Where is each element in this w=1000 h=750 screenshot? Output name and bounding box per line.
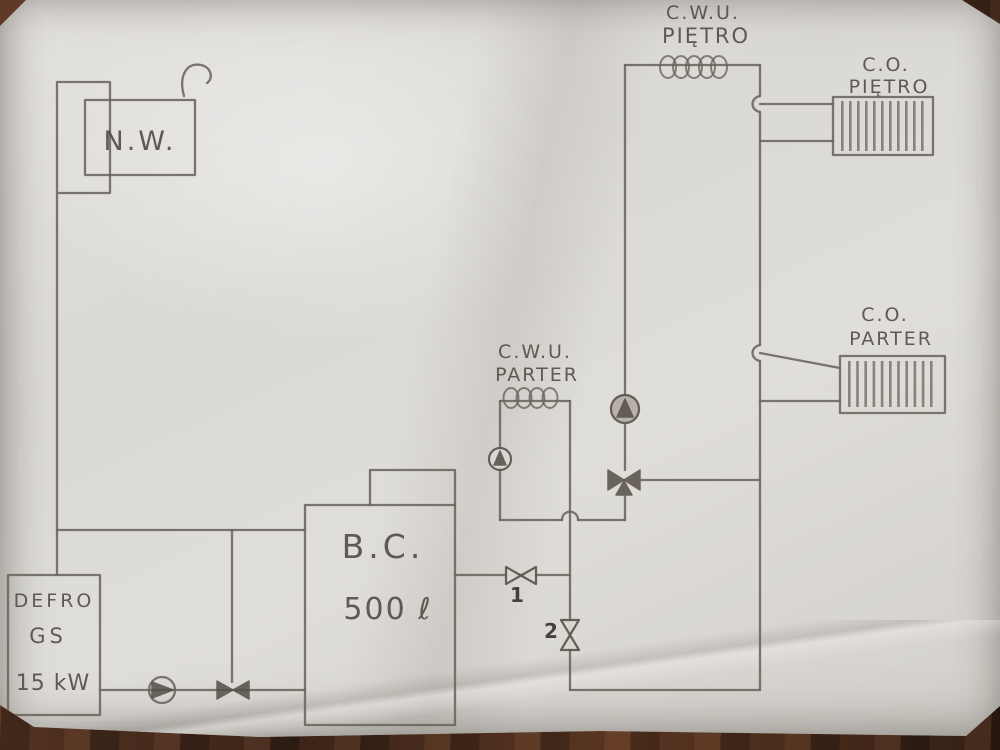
boiler-pump-arrow-icon bbox=[151, 681, 174, 699]
boiler-defro: DEFRO GS 15 kW bbox=[6, 573, 102, 717]
co-parter-label-line1: C.O. bbox=[861, 304, 909, 326]
riser-pump-arrow-icon bbox=[616, 398, 634, 418]
right-riser bbox=[751, 63, 762, 692]
cwu-parter-label-line2: PARTER bbox=[495, 364, 579, 386]
co-parter-supply-pipe bbox=[758, 351, 842, 370]
cwu-pietro-label-line1: C.W.U. bbox=[666, 2, 740, 24]
expansion-tank-label: N.W. bbox=[104, 126, 177, 157]
cwu-parter-pump-arrow-icon bbox=[493, 450, 507, 466]
pipe-crossover-arc bbox=[751, 343, 762, 363]
boiler-box bbox=[6, 573, 102, 717]
valve-2-icon bbox=[559, 618, 581, 637]
co-pietro-label-line2: PIĘTRO bbox=[849, 76, 930, 98]
valve-1-branch: 1 bbox=[453, 565, 572, 607]
co-parter-label-line2: PARTER bbox=[849, 328, 933, 350]
co-pietro-radiator-box bbox=[831, 95, 935, 157]
boiler-label-line3: 15 kW bbox=[16, 671, 90, 696]
cwu-parter-coil-icon bbox=[528, 387, 546, 409]
pipe-crossover-arc bbox=[751, 94, 762, 114]
valve-1-label: 1 bbox=[510, 583, 524, 607]
boiler-mixing-valve-icon bbox=[232, 680, 250, 700]
cwu-parter-label-line1: C.W.U. bbox=[498, 341, 572, 363]
cwu-parter-coil-icon bbox=[515, 387, 533, 409]
valve-2-branch: 2 bbox=[544, 618, 581, 652]
buffer-label-line2: 500 ℓ bbox=[343, 592, 432, 627]
vent-hook-pipe bbox=[181, 63, 212, 98]
valve-1-icon bbox=[519, 565, 538, 586]
co-parter-radiator: C.O. PARTER bbox=[758, 304, 947, 415]
valve-2-icon bbox=[559, 633, 581, 652]
boiler-label-line2: GS bbox=[29, 624, 67, 648]
cwu-pietro-coil-icon bbox=[710, 55, 728, 79]
buffer-label-line1: B.C. bbox=[342, 527, 425, 566]
boiler-pump-icon bbox=[147, 675, 177, 705]
buffer-tank-bc: B.C. 500 ℓ bbox=[303, 468, 457, 727]
cwu-pietro-coil-icon bbox=[685, 55, 703, 79]
cwu-pietro-coil-icon bbox=[672, 55, 690, 79]
valve-2-label: 2 bbox=[544, 619, 558, 643]
central-riser bbox=[607, 63, 762, 522]
co-pietro-radiator: C.O. PIĘTRO bbox=[758, 54, 935, 157]
boiler-buffer-circuit bbox=[55, 528, 307, 705]
expansion-tank-box bbox=[83, 98, 197, 177]
three-way-valve-icon bbox=[607, 469, 625, 491]
buffer-tank-top-box bbox=[368, 468, 457, 507]
cwu-pietro-coil: C.W.U. PIĘTRO bbox=[623, 2, 762, 79]
valve-1-icon bbox=[504, 565, 523, 586]
cwu-parter-coil-icon bbox=[502, 387, 520, 409]
expansion-tank-circuit: N.W. bbox=[55, 63, 212, 577]
cwu-pietro-label-line2: PIĘTRO bbox=[662, 24, 750, 48]
cwu-pietro-coil-icon bbox=[698, 55, 716, 79]
cwu-parter-loop: C.W.U. PARTER bbox=[487, 341, 627, 692]
co-pietro-label-line1: C.O. bbox=[862, 54, 910, 76]
left-riser-pipe bbox=[55, 80, 112, 577]
cwu-pietro-coil-icon bbox=[659, 55, 677, 79]
cwu-parter-coil-icon bbox=[541, 387, 559, 409]
boiler-label-line1: DEFRO bbox=[14, 590, 95, 612]
co-parter-radiator-box bbox=[838, 354, 947, 415]
boiler-mixing-valve-icon bbox=[216, 680, 234, 700]
buffer-tank-box bbox=[303, 503, 457, 727]
